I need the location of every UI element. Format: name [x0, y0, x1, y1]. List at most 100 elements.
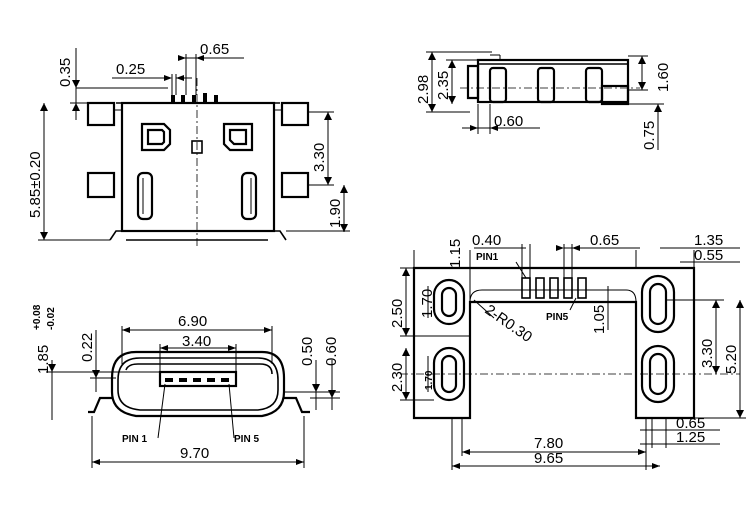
- dim-text-0.40: 0.40: [472, 232, 501, 249]
- top-rear-lip: [109, 230, 287, 241]
- dim-text-9.70: 9.70: [180, 445, 209, 462]
- dim-text-0.75: 0.75: [641, 121, 658, 150]
- dim-text-5.20: 5.20: [723, 345, 740, 374]
- pcb-footprint: 0.40 0.65 1.15 1.35 0.55 PIN1 PIN5 2-R0.…: [389, 232, 746, 470]
- dim-text-1.70-top: 1.70: [419, 289, 436, 318]
- dim-arrows: [402, 268, 410, 336]
- dim-text-1.25: 1.25: [676, 429, 705, 446]
- tab-left-top: [86, 101, 116, 127]
- dim-text-0.35: 0.35: [57, 58, 74, 87]
- pad: [521, 277, 531, 299]
- slot-right-top: [640, 274, 676, 334]
- dim-text-0.55: 0.55: [694, 247, 723, 264]
- top-view: 0.35 0.25 0.65 5.85±0.20 3.30 1.90: [27, 41, 350, 248]
- dim-text-0.65: 0.65: [200, 41, 229, 58]
- dim-text-2.98: 2.98: [415, 75, 432, 104]
- label-pin5: PIN5: [546, 312, 569, 323]
- dim-text-3.30: 3.30: [311, 143, 328, 172]
- leader-pin5: [228, 383, 235, 439]
- dim-arrows: [72, 80, 80, 111]
- side-pocket: [584, 66, 604, 104]
- tab-right-bottom: [280, 171, 310, 199]
- dim-tol-plus: +0.08: [32, 304, 43, 330]
- front-foot-left: [88, 396, 112, 414]
- dim-text-1.90: 1.90: [327, 199, 344, 228]
- dim-text-5.85: 5.85±0.20: [27, 151, 44, 218]
- dim-arrows: [312, 384, 336, 398]
- contact: [165, 378, 173, 382]
- side-pocket: [536, 66, 556, 104]
- slot-right-top-inner: [648, 282, 668, 326]
- dim-arrows: [178, 55, 204, 61]
- latch-window-left: [140, 122, 172, 152]
- dim-text-0.60: 0.60: [494, 113, 523, 130]
- dim-text-1.60: 1.60: [655, 63, 672, 92]
- dim-arrows: [638, 56, 646, 90]
- dim-arrows: [48, 364, 56, 372]
- dim-arrows: [556, 245, 580, 251]
- leader-radius: [473, 299, 495, 319]
- pad: [563, 277, 573, 299]
- dim-tol-minus: -0.02: [46, 307, 57, 330]
- leader-pin1: [157, 383, 166, 439]
- front-view: 6.90 3.40 1.85 +0.08 -0.02 0.22 0.50 0.6…: [32, 304, 340, 468]
- dim-text-1.85: 1.85: [35, 345, 52, 374]
- dim-text-0.65-bottom: 0.65: [676, 415, 705, 432]
- dim-text-1.70-bottom: 1.70: [424, 370, 435, 390]
- dim-arrows: [92, 370, 100, 378]
- pin: [203, 93, 207, 103]
- pad: [549, 277, 559, 299]
- front-shell-outer: [110, 350, 286, 418]
- side-foot: [600, 84, 630, 106]
- dim-text-1.15: 1.15: [447, 239, 464, 268]
- label-pin1: PIN 1: [122, 434, 147, 445]
- dim-text-0.50: 0.50: [299, 337, 316, 366]
- tab-right-top: [280, 101, 310, 127]
- contact: [179, 378, 187, 382]
- dim-text-2.50: 2.50: [389, 299, 406, 328]
- slot-right-bottom-inner: [648, 352, 668, 396]
- pin: [171, 95, 175, 103]
- dim-text-6.90: 6.90: [178, 313, 207, 330]
- dim-arrows: [160, 345, 236, 351]
- side-rear: [466, 64, 480, 100]
- pin: [181, 95, 185, 103]
- dim-text-1.35: 1.35: [694, 232, 723, 249]
- spring-arm-right: [240, 171, 258, 221]
- front-contacts: [165, 378, 229, 382]
- pin: [192, 95, 196, 103]
- pin: [214, 95, 218, 103]
- top-pins: [171, 93, 218, 103]
- dim-text-1.05: 1.05: [591, 305, 608, 334]
- dim-text-3.40: 3.40: [182, 333, 211, 350]
- dim-text-0.25: 0.25: [116, 61, 145, 78]
- footprint-cutout: [469, 289, 637, 303]
- dim-arrows: [654, 104, 662, 112]
- footprint-pads: [521, 277, 587, 299]
- contact: [193, 378, 201, 382]
- dim-text-2.35: 2.35: [435, 71, 452, 100]
- latch-window-right: [222, 122, 254, 152]
- label-pin1: PIN1: [476, 252, 499, 263]
- leader-pin5: [569, 297, 577, 311]
- pad: [535, 277, 545, 299]
- spring-arm-left: [136, 171, 154, 221]
- front-shell-inner: [117, 357, 279, 411]
- side-view: 2.98 2.35 1.60 0.60 0.75: [415, 51, 672, 150]
- dim-arrows: [470, 125, 498, 131]
- front-tongue: [158, 370, 238, 388]
- dim-text-0.22: 0.22: [79, 333, 96, 362]
- dim-text-7.80: 7.80: [534, 435, 563, 452]
- front-shell-lip: [125, 363, 273, 375]
- front-foot-right: [284, 396, 310, 414]
- pad: [577, 277, 587, 299]
- dim-text-0.65-top: 0.65: [590, 232, 619, 249]
- dim-text-0.60: 0.60: [323, 337, 340, 366]
- label-pin5: PIN 5: [234, 434, 259, 445]
- leader-pin1: [515, 261, 527, 279]
- dim-arrows: [712, 300, 720, 374]
- slot-left-top: [432, 278, 466, 326]
- side-pocket: [488, 66, 508, 104]
- dim-arrows: [324, 112, 332, 185]
